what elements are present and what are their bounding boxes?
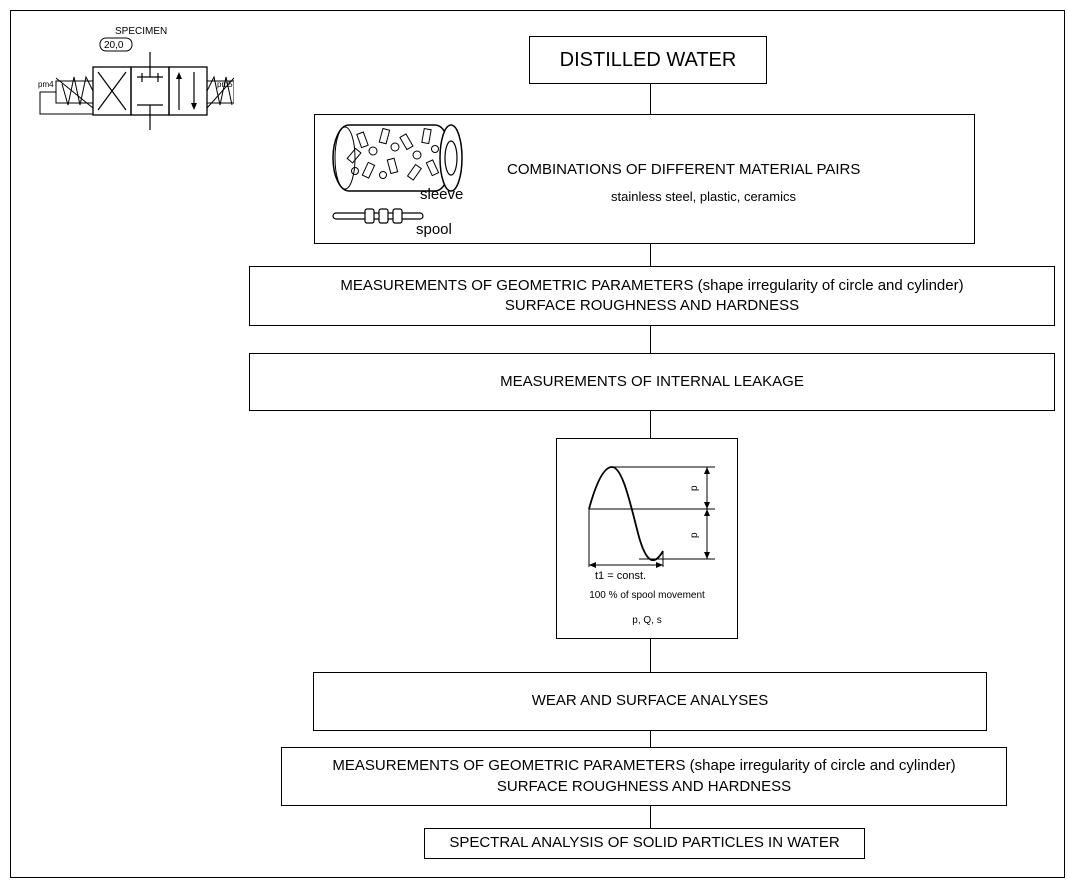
connector-2 xyxy=(650,243,651,267)
geometry-2-line-2: SURFACE ROUGHNESS AND HARDNESS xyxy=(496,777,792,795)
geometry-2-line-1: MEASUREMENTS OF GEOMETRIC PARAMETERS (sh… xyxy=(332,757,956,775)
geometry-1-line-2: SURFACE ROUGHNESS AND HARDNESS xyxy=(504,297,800,314)
spectral-analysis-box: SPECTRAL ANALYSIS OF SOLID PARTICLES IN … xyxy=(424,828,865,859)
spool-movement-label: 100 % of spool movement xyxy=(589,590,705,601)
connector-6 xyxy=(650,731,651,748)
geometry-measurement-box-1: MEASUREMENTS OF GEOMETRIC PARAMETERS (sh… xyxy=(249,266,1055,326)
sine-wave-icon: p p xyxy=(588,466,715,568)
distilled-water-label: DISTILLED WATER xyxy=(559,48,737,71)
valve-symbol-icon: SPECIMEN 20,0 pm4 pm5 xyxy=(38,26,234,130)
material-pairs-box: sleeve spool COMBINATIONS OF DIFFERENT M… xyxy=(314,114,975,244)
wear-analysis-label: WEAR AND SURFACE ANALYSES xyxy=(531,692,769,710)
geometry-1-line-1: MEASUREMENTS OF GEOMETRIC PARAMETERS (sh… xyxy=(340,276,964,294)
specimen-value: 20,0 xyxy=(104,40,124,51)
diagram-frame xyxy=(10,10,1065,878)
p-lower-label: p xyxy=(689,532,700,538)
internal-leakage-label: MEASUREMENTS OF INTERNAL LEAKAGE xyxy=(500,372,804,390)
connector-4 xyxy=(650,410,651,438)
specimen-label: SPECIMEN xyxy=(115,26,167,37)
connector-5 xyxy=(650,638,651,673)
test-cycle-box: p p t1 = const. 100 % of spool movement … xyxy=(556,438,738,639)
connector-7 xyxy=(650,805,651,828)
material-pairs-subtitle: stainless steel, plastic, ceramics xyxy=(611,189,796,204)
sleeve-label: sleeve xyxy=(420,186,464,203)
connector-1 xyxy=(650,83,651,114)
period-label: t1 = const. xyxy=(595,570,647,582)
geometry-measurement-box-2: MEASUREMENTS OF GEOMETRIC PARAMETERS (sh… xyxy=(281,747,1007,806)
wear-analysis-box: WEAR AND SURFACE ANALYSES xyxy=(313,672,987,731)
material-pairs-title: COMBINATIONS OF DIFFERENT MATERIAL PAIRS xyxy=(507,161,861,178)
spool-label: spool xyxy=(416,221,452,238)
measured-quantities-label: p, Q, s xyxy=(632,615,662,626)
sleeve-spool-illustration-icon xyxy=(332,124,463,224)
p-upper-label: p xyxy=(689,485,700,491)
distilled-water-box: DISTILLED WATER xyxy=(529,36,767,84)
connector-3 xyxy=(650,325,651,353)
spectral-analysis-label: SPECTRAL ANALYSIS OF SOLID PARTICLES IN … xyxy=(449,834,840,852)
port-label-right: pm5 xyxy=(217,80,233,89)
port-label-left: pm4 xyxy=(38,80,54,89)
internal-leakage-box: MEASUREMENTS OF INTERNAL LEAKAGE xyxy=(249,353,1055,411)
